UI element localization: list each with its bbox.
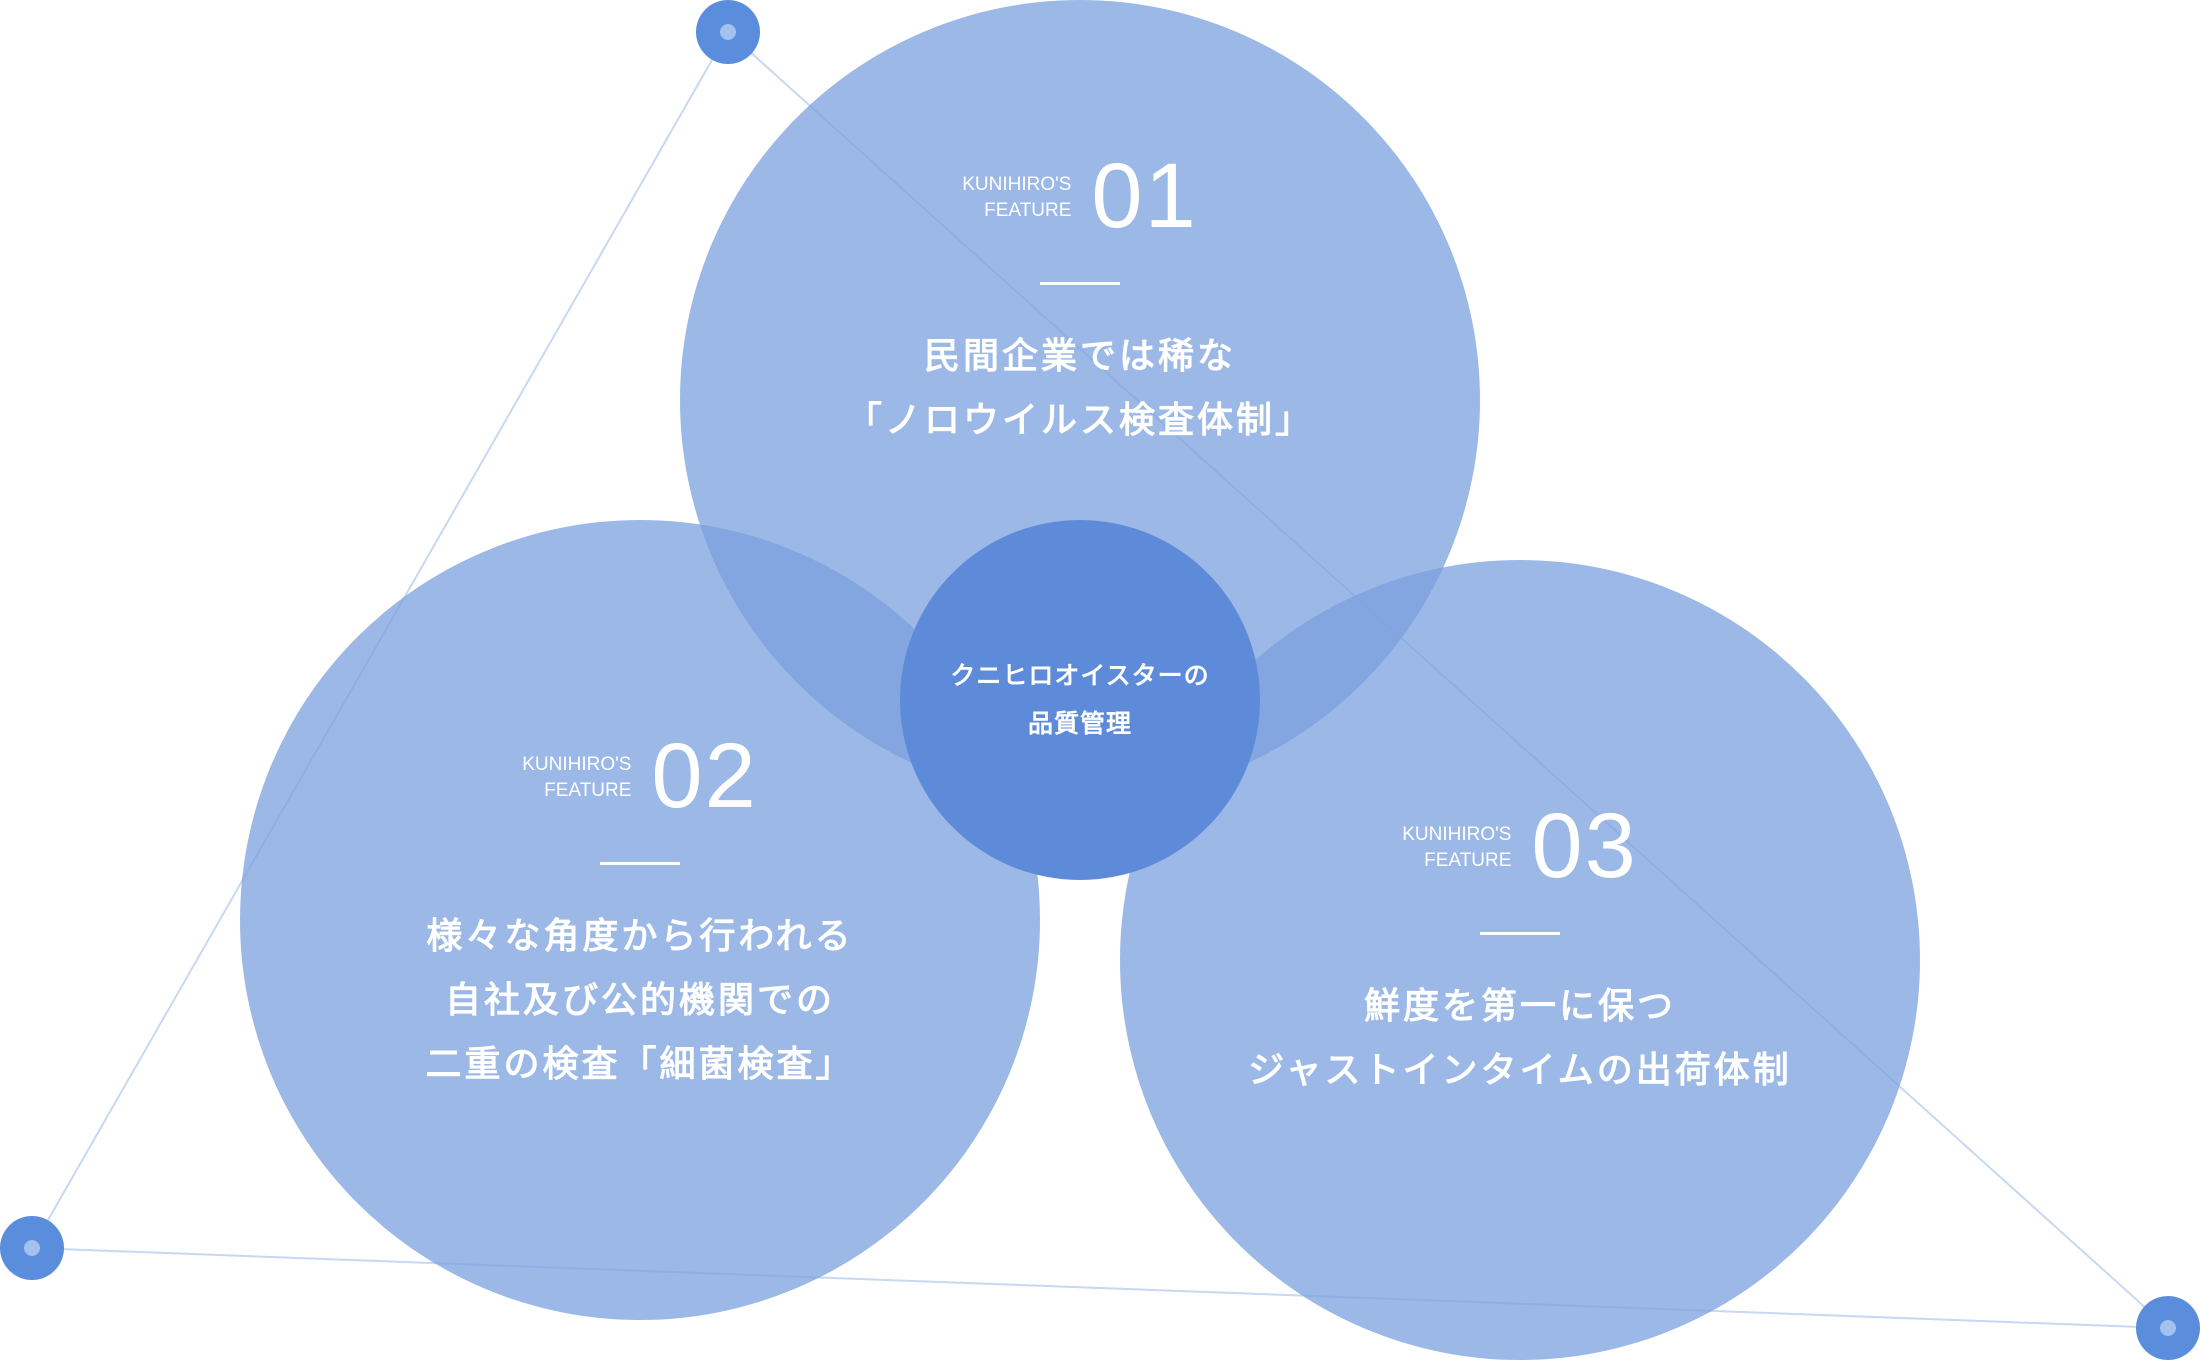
- feature-description: 鮮度を第一に保つ ジャストインタイムの出荷体制: [1248, 975, 1791, 1103]
- kicker-brand: KUNIHIRO'S: [962, 174, 1072, 195]
- feature-kicker: KUNIHIRO'S FEATURE: [962, 172, 1071, 224]
- feature-divider: [600, 862, 680, 865]
- feature-number: 03: [1531, 795, 1638, 897]
- kicker-label: FEATURE: [1424, 850, 1512, 871]
- node-dot-icon: [24, 1240, 40, 1256]
- kicker-brand: KUNIHIRO'S: [522, 754, 632, 775]
- feature-heading: KUNIHIRO'S FEATURE 03: [1402, 800, 1638, 892]
- center-title-line-2: 品質管理: [1027, 709, 1132, 738]
- kicker-brand: KUNIHIRO'S: [1402, 824, 1512, 845]
- description-line: 鮮度を第一に保つ: [1363, 986, 1676, 1027]
- feature-03: KUNIHIRO'S FEATURE 03 鮮度を第一に保つ ジャストインタイム…: [1120, 800, 1920, 1103]
- feature-description: 様々な角度から行われる 自社及び公的機関での 二重の検査「細菌検査」: [425, 905, 854, 1097]
- description-line: ジャストインタイムの出荷体制: [1248, 1050, 1792, 1091]
- feature-number: 02: [651, 725, 758, 827]
- kicker-label: FEATURE: [544, 780, 632, 801]
- kicker-label: FEATURE: [984, 200, 1072, 221]
- feature-01: KUNIHIRO'S FEATURE 01 民間企業では稀な 「ノロウイルス検査…: [680, 150, 1480, 453]
- feature-number: 01: [1091, 145, 1198, 247]
- feature-heading: KUNIHIRO'S FEATURE 01: [962, 150, 1198, 242]
- description-line: 二重の検査「細菌検査」: [425, 1044, 855, 1085]
- feature-02: KUNIHIRO'S FEATURE 02 様々な角度から行われる 自社及び公的…: [240, 730, 1040, 1097]
- center-circle: クニヒロオイスターの 品質管理: [900, 520, 1260, 880]
- node-right: [2136, 1296, 2200, 1360]
- description-line: 様々な角度から行われる: [426, 916, 854, 957]
- node-left: [0, 1216, 64, 1280]
- feature-description: 民間企業では稀な 「ノロウイルス検査体制」: [846, 325, 1314, 453]
- connector-left-right: [31, 1247, 2169, 1329]
- feature-kicker: KUNIHIRO'S FEATURE: [522, 752, 631, 804]
- description-line: 民間企業では稀な: [923, 336, 1236, 377]
- feature-heading: KUNIHIRO'S FEATURE 02: [522, 730, 758, 822]
- node-dot-icon: [2160, 1320, 2176, 1336]
- feature-kicker: KUNIHIRO'S FEATURE: [1402, 822, 1511, 874]
- node-top: [696, 0, 760, 64]
- center-title-line-1: クニヒロオイスターの: [950, 661, 1210, 690]
- feature-divider: [1040, 282, 1120, 285]
- description-line: 自社及び公的機関での: [444, 980, 835, 1021]
- feature-divider: [1480, 932, 1560, 935]
- description-line: 「ノロウイルス検査体制」: [845, 400, 1314, 441]
- node-dot-icon: [720, 24, 736, 40]
